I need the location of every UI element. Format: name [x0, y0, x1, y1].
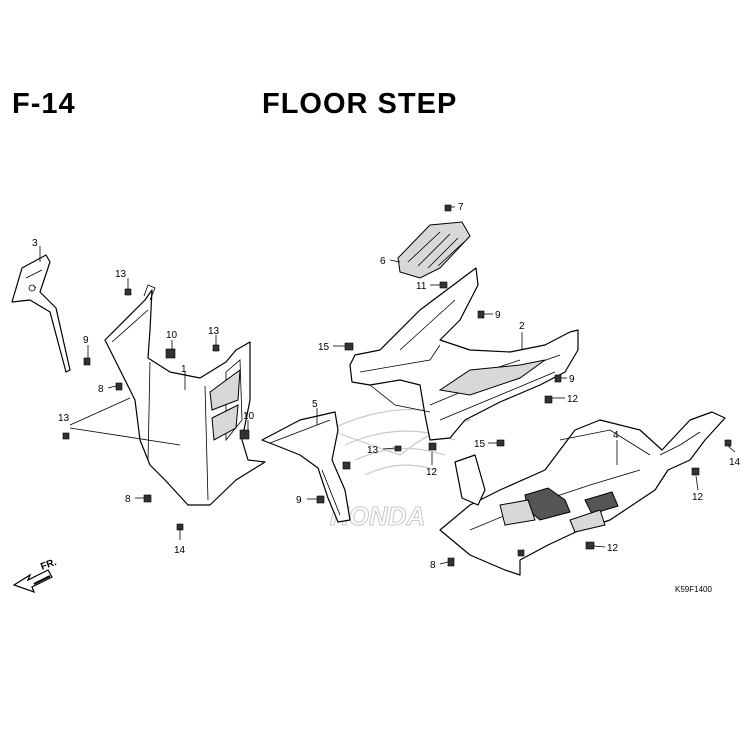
callout-13: 13: [115, 269, 127, 280]
part-4-under-cover: [439, 411, 726, 576]
section-title: FLOOR STEP: [262, 88, 458, 120]
callout-9: 9: [495, 310, 501, 321]
callout-12: 12: [607, 543, 619, 554]
callout-11: 11: [416, 281, 427, 292]
callout-8: 8: [430, 560, 436, 571]
callout-13: 13: [58, 413, 70, 424]
front-label: FR.: [39, 557, 58, 573]
section-code: F-14: [12, 88, 76, 120]
callout-10: 10: [243, 411, 255, 422]
callout-13: 13: [208, 326, 220, 337]
callout-8: 8: [98, 384, 104, 395]
callout-15: 15: [318, 342, 330, 353]
callout-12: 12: [692, 492, 704, 503]
callout-9: 9: [569, 374, 575, 385]
callout-12: 12: [567, 394, 579, 405]
callout-14: 14: [174, 545, 186, 556]
callout-9: 9: [83, 335, 89, 346]
leader-lines: [39, 206, 736, 565]
callout-2: 2: [519, 321, 525, 332]
callout-3: 3: [32, 238, 38, 249]
callout-15: 15: [474, 439, 486, 450]
callout-7: 7: [458, 202, 464, 213]
callout-12: 12: [426, 467, 438, 478]
callout-13: 13: [367, 445, 379, 456]
part-3-side-bracket: [11, 254, 71, 373]
callout-9: 9: [296, 495, 302, 506]
callout-4: 4: [613, 430, 619, 441]
callout-14: 14: [729, 457, 741, 468]
front-arrow-icon: FR.: [12, 557, 58, 594]
drawing-code: K59F1400: [675, 585, 712, 594]
part-6-cover-lid: [397, 221, 471, 279]
part-2-floor-step: [349, 267, 579, 441]
callout-1: 1: [181, 364, 187, 375]
callout-5: 5: [312, 399, 318, 410]
callout-6: 6: [380, 256, 386, 267]
part-5-side-panel: [261, 411, 351, 523]
callout-10: 10: [166, 330, 178, 341]
part-1-front-lower-cover: [104, 284, 266, 506]
callout-labels: 3 13 9 8 10 13 1 13 10 8 14 5 9 6 7 11 9…: [32, 202, 741, 571]
mount-bracket: [454, 454, 486, 506]
callout-8: 8: [125, 494, 131, 505]
fasteners: [62, 204, 732, 567]
